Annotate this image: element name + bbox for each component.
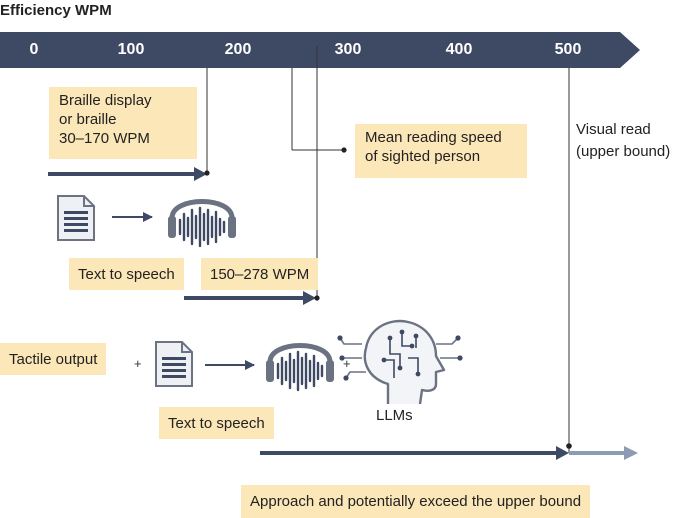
chart-title: Efficiency WPM (0, 2, 112, 19)
braille-label-line3: 30–170 WPM (59, 130, 150, 147)
tactile-output-label: Tactile output (9, 350, 98, 368)
axis-tick-500: 500 (554, 41, 582, 58)
axis-tick-300: 300 (334, 41, 362, 58)
mean-label-line2: of sighted person (365, 148, 481, 165)
visual-read-label: Visual read (576, 121, 651, 138)
document-icon (57, 195, 95, 241)
tts-range-box: 150–278 WPM (201, 258, 319, 290)
tts-label-box-2: Text to speech (159, 407, 274, 439)
axis-tick-200: 200 (224, 41, 252, 58)
braille-dot (204, 170, 210, 176)
axis-bar (0, 32, 640, 68)
headphones-waveform-icon (266, 346, 334, 391)
visual-dot (566, 443, 572, 449)
axis-tick-100: 100 (117, 41, 145, 58)
plus-sign-1: + (134, 356, 142, 371)
tts-label-box: Text to speech (69, 258, 184, 290)
llms-label: LLMs (376, 407, 413, 424)
braille-label-line2: or braille (59, 111, 117, 128)
tts-range-label: 150–278 WPM (210, 265, 310, 283)
approach-box: Approach and potentially exceed the uppe… (241, 485, 591, 518)
mean-dot (341, 147, 347, 153)
document-icon (155, 341, 193, 387)
headphones-waveform-icon (168, 202, 236, 247)
tts-label-2: Text to speech (168, 414, 265, 432)
plus-sign-2: + (343, 356, 351, 371)
braille-label-box: Braille display or braille 30–170 WPM (49, 87, 197, 159)
tts-label: Text to speech (78, 265, 175, 283)
braille-label-line1: Braille display (59, 92, 152, 109)
mean-label-line1: Mean reading speed (365, 129, 502, 146)
mean-speed-label-box: Mean reading speed of sighted person (355, 124, 527, 178)
approach-label: Approach and potentially exceed the uppe… (250, 493, 582, 510)
tts-dot (314, 295, 320, 301)
axis-tick-400: 400 (445, 41, 473, 58)
visual-upper-bound-label: (upper bound) (576, 143, 671, 160)
tactile-output-box: Tactile output (0, 343, 107, 375)
ai-head-circuit-icon (337, 319, 463, 405)
axis-tick-0: 0 (29, 41, 39, 58)
